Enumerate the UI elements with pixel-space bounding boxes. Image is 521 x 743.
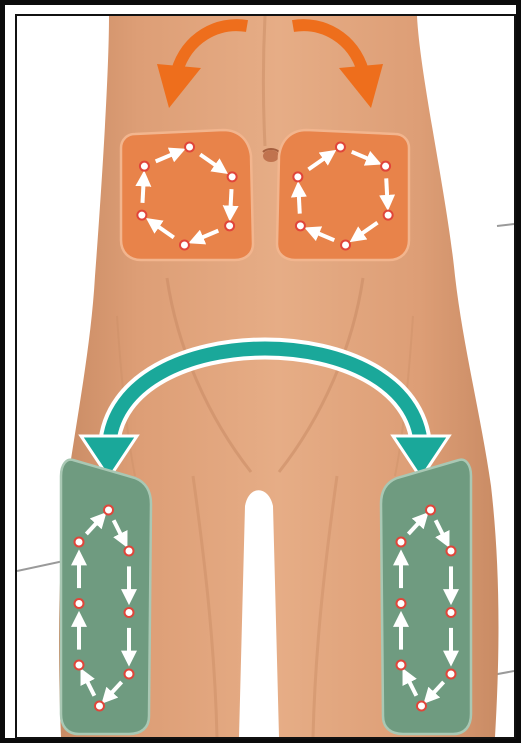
site-dot-icon xyxy=(381,162,390,171)
site-dot-icon xyxy=(447,547,456,556)
site-dot-icon xyxy=(180,240,189,249)
site-dot-icon xyxy=(447,608,456,617)
site-dot-icon xyxy=(95,702,104,711)
abdominal-midline xyxy=(264,16,266,146)
site-dot-icon xyxy=(185,143,194,152)
site-dot-icon xyxy=(125,608,134,617)
navel xyxy=(263,150,279,162)
site-dot-icon xyxy=(447,670,456,679)
site-dot-icon xyxy=(417,702,426,711)
site-dot-icon xyxy=(228,172,237,181)
site-dot-icon xyxy=(75,537,84,546)
site-dot-icon xyxy=(341,240,350,249)
site-dot-icon xyxy=(125,670,134,679)
site-dot-icon xyxy=(104,506,113,515)
site-dot-icon xyxy=(397,599,406,608)
small-arrow-icon xyxy=(230,189,231,213)
site-dot-icon xyxy=(75,599,84,608)
site-dot-icon xyxy=(293,172,302,181)
small-arrow-icon xyxy=(386,178,387,202)
site-dot-icon xyxy=(137,211,146,220)
injection-site-diagram xyxy=(17,16,514,737)
site-dot-icon xyxy=(75,660,84,669)
small-arrow-icon xyxy=(298,189,299,213)
site-dot-icon xyxy=(140,162,149,171)
small-arrow-icon xyxy=(142,178,143,202)
site-dot-icon xyxy=(397,537,406,546)
zone-left-thigh xyxy=(61,460,151,734)
site-dot-icon xyxy=(397,660,406,669)
figure-panel xyxy=(15,14,516,739)
site-dot-icon xyxy=(336,143,345,152)
site-dot-icon xyxy=(125,547,134,556)
zone-right-thigh xyxy=(381,460,471,734)
site-dot-icon xyxy=(225,221,234,230)
site-dot-icon xyxy=(296,221,305,230)
site-dot-icon xyxy=(384,211,393,220)
site-dot-icon xyxy=(426,506,435,515)
